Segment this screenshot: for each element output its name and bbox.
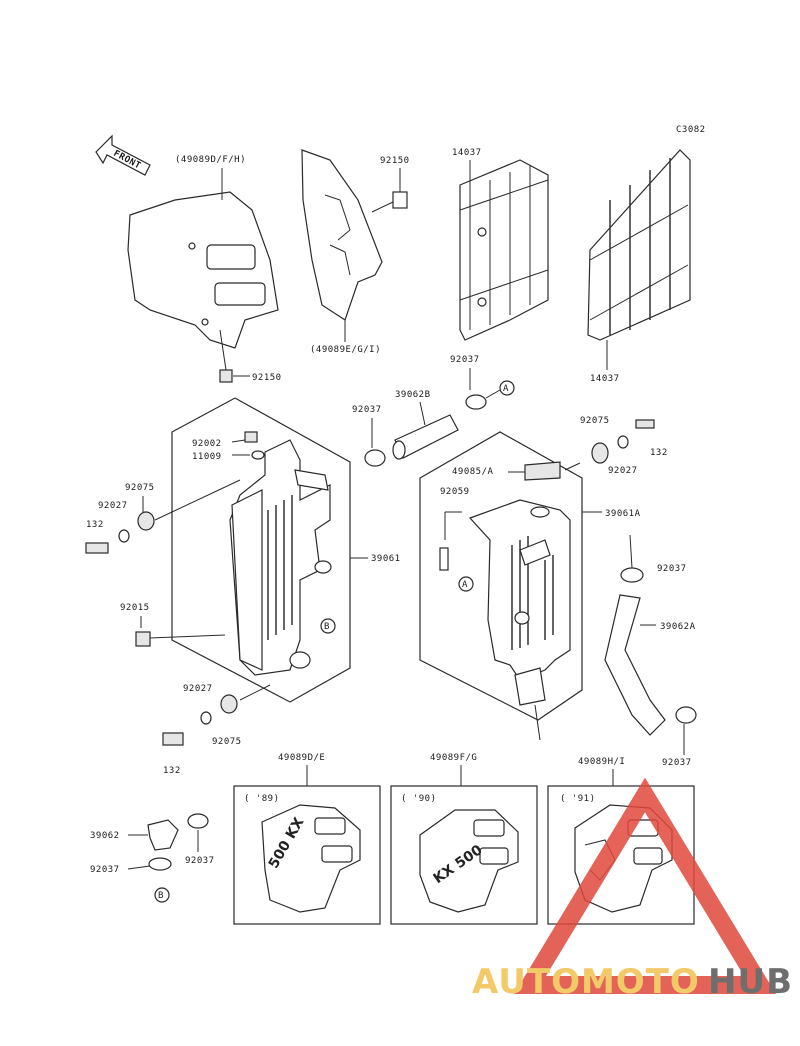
- label-hose-right: 39062A: [660, 622, 696, 632]
- label-breather: 92059: [440, 487, 470, 497]
- svg-text:A: A: [503, 384, 509, 394]
- variant-90-part: 49089F/G: [430, 753, 477, 763]
- label-hose-upper: 39062B: [395, 390, 431, 400]
- ref-b-icon: [320, 618, 336, 634]
- watermark-text-1: AUTOMOTO: [472, 962, 700, 1002]
- radiator-grille-right: [587, 149, 691, 341]
- label-grille-left: 14037: [452, 148, 482, 158]
- radiator-right: [468, 499, 571, 706]
- right-radiator-box: [419, 431, 583, 721]
- label-bolt-a: 132: [650, 448, 668, 458]
- clamp-icon: [465, 394, 487, 410]
- label-collar-a: 92027: [608, 466, 638, 476]
- radiator-grille-left: [459, 159, 549, 341]
- svg-text:B: B: [324, 622, 330, 632]
- hose-right: [604, 594, 666, 736]
- label-collar-l: 92027: [98, 501, 128, 511]
- watermark-text-2: HUB: [708, 962, 793, 1002]
- label-washer-a: 92075: [580, 416, 610, 426]
- variant-91-part: 49089H/I: [578, 757, 625, 767]
- bolt-a-icon: [635, 419, 655, 429]
- label-bolt-l: 132: [86, 520, 104, 530]
- clamp-lo2-icon: [187, 813, 209, 829]
- variant-box-90: 49089F/G ( '90) KX 500: [390, 753, 538, 925]
- diagram-code: C3082: [676, 125, 706, 135]
- left-radiator-box: [171, 397, 351, 703]
- variant-89-year: ( '89): [244, 794, 280, 804]
- label-hose-lower: 39062: [90, 831, 120, 841]
- label-shroud: (49089D/F/H): [175, 155, 246, 165]
- clamp-r-icon: [620, 567, 644, 583]
- shroud-right-bolt-icon: [392, 191, 408, 209]
- label-shroud-right-bolt: 92150: [380, 156, 410, 166]
- collar-b-icon: [200, 711, 212, 725]
- washer-a-icon: [591, 442, 609, 464]
- variant-89-part: 49089D/E: [278, 753, 325, 763]
- label-clamp-top: 92037: [450, 355, 480, 365]
- washer-l-icon: [137, 511, 155, 531]
- watermark-logo: AUTOMOTO HUB: [472, 777, 793, 1002]
- upper-hose: [392, 414, 459, 460]
- nut-icon: [135, 631, 151, 647]
- label-nut: 92015: [120, 603, 150, 613]
- radiator-shroud: [127, 191, 279, 383]
- label-clamp-r: 92037: [657, 564, 687, 574]
- label-radiator-left: 39061: [371, 554, 401, 564]
- bolt-l-icon: [85, 542, 109, 554]
- svg-text:B: B: [158, 891, 164, 901]
- breather-tube: [444, 511, 462, 540]
- watermark-triangle-icon: [514, 777, 776, 994]
- clamp-mid-icon: [364, 449, 386, 467]
- ref-b-icon-2: [154, 887, 170, 903]
- radiator-left: [229, 439, 332, 676]
- ref-a-icon-2: [458, 576, 474, 592]
- breather-tube-end: [439, 547, 449, 571]
- label-bracket: 49085/A: [452, 467, 494, 477]
- label-gasket: 11009: [192, 452, 222, 462]
- label-clamp-mid: 92037: [352, 405, 382, 415]
- collar-a-icon: [617, 435, 629, 449]
- shroud-bolt-icon: [219, 369, 233, 383]
- label-bolt-b: 132: [163, 766, 181, 776]
- label-washer-b: 92075: [212, 737, 242, 747]
- label-clamp-lo2: 92037: [185, 856, 215, 866]
- svg-text:A: A: [462, 580, 468, 590]
- label-cap: 92002: [192, 439, 222, 449]
- label-radiator-right: 39061A: [605, 509, 641, 519]
- clamp-r2-icon: [675, 706, 697, 724]
- shroud-right: [301, 149, 408, 321]
- clamp-lo1-icon: [148, 857, 172, 871]
- ref-a-icon: [499, 380, 515, 396]
- label-washer-l: 92075: [125, 483, 155, 493]
- label-clamp-lo1: 92037: [90, 865, 120, 875]
- collar-l-icon: [118, 529, 130, 543]
- variant-91-year: ( '91): [560, 794, 596, 804]
- label-collar-b: 92027: [183, 684, 213, 694]
- bolt-b-icon: [162, 732, 184, 746]
- label-clamp-r2: 92037: [662, 758, 692, 768]
- variant-90-year: ( '90): [401, 794, 437, 804]
- bracket-icon: [524, 461, 561, 481]
- label-shroud-bolt: 92150: [252, 373, 282, 383]
- cap-icon: [244, 431, 258, 443]
- label-grille-right: 14037: [590, 374, 620, 384]
- gasket-icon: [251, 450, 265, 460]
- label-shroud-right: (49089E/G/I): [310, 345, 381, 355]
- front-arrow-icon: FRONT: [95, 134, 151, 176]
- washer-b-icon: [220, 694, 238, 714]
- hose-lower: [147, 819, 179, 851]
- variant-box-89: 49089D/E ( '89) 500 KX: [233, 753, 381, 925]
